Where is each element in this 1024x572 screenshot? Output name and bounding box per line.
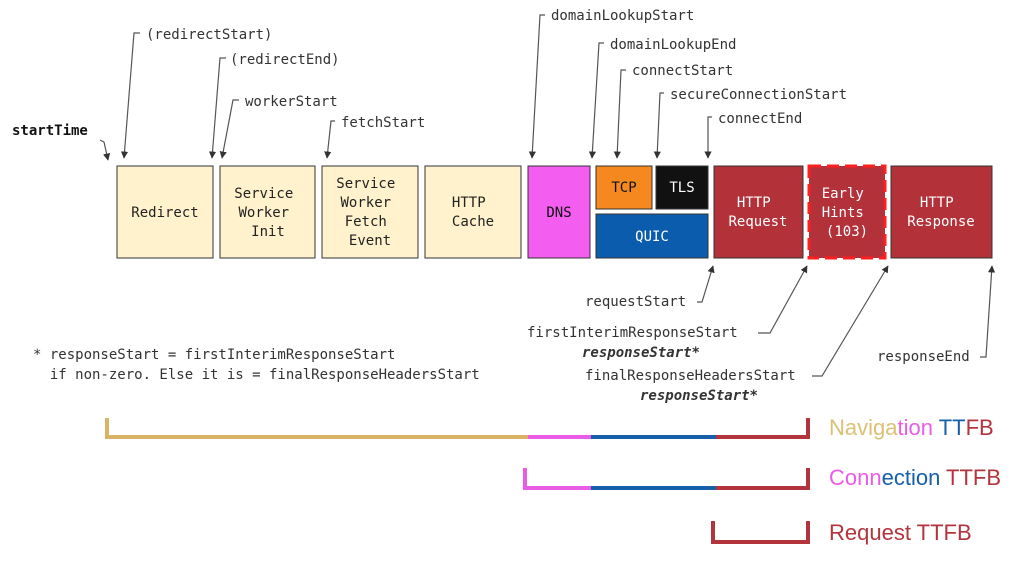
redirect-box: Redirect	[116, 165, 214, 259]
svg-text:Service Worker Fet: Service Worker Fetch Event	[336, 176, 403, 249]
final-response-headers-start-label: finalResponseHeadersStart	[585, 368, 796, 384]
footnote-line-2: if non-zero. Else it is = finalResponseH…	[33, 367, 480, 383]
connection-ttfb-segment-1: ection	[882, 465, 941, 490]
response-start-label-a: responseStart*	[582, 345, 700, 361]
connect-start-arrow	[613, 69, 626, 159]
service-worker-init-box: Service Worker Init	[219, 165, 316, 259]
early-hints-line-2: Hints	[822, 205, 864, 221]
bottom-arrows	[697, 265, 996, 377]
http-request-line-2: Request	[728, 214, 787, 230]
http-cache-box: HTTP Cache	[424, 165, 522, 259]
footnote: * responseStart = firstInterimResponseSt…	[0, 0, 505, 383]
request-ttfb-bracket	[711, 521, 810, 544]
http-response-box: HTTP Response	[890, 165, 993, 259]
svg-text:Early Hints (103): Early Hints (103)	[822, 186, 873, 240]
connect-end-arrow	[704, 116, 712, 159]
fetch-start-label: fetchStart	[341, 115, 425, 131]
http-request-line-1: HTTP	[737, 195, 771, 211]
start-time-label: startTime	[12, 123, 88, 139]
connect-end-label: connectEnd	[718, 111, 802, 127]
request-ttfb-segment-0: Request TTFB	[829, 520, 972, 545]
start-time-arrow	[99, 139, 111, 161]
http-response-line-2: Response	[907, 214, 974, 230]
navigation-ttfb-segment-4: FB	[966, 415, 994, 440]
svg-text:HTTP Cache: HTTP Cache	[452, 195, 494, 230]
secure-connection-start-label: secureConnectionStart	[670, 87, 847, 103]
domain-lookup-end-label: domainLookupEnd	[610, 37, 736, 53]
fetch-start-arrow	[324, 120, 335, 159]
svg-text:Service Worker Ini: Service Worker Init	[234, 186, 301, 240]
request-ttfb-title: Request TTFB	[829, 520, 972, 545]
footnote-line-1: * responseStart = firstInterimResponseSt…	[33, 347, 395, 363]
final-response-headers-start-arrow	[812, 265, 889, 377]
early-hints-line-3: (103)	[826, 224, 868, 240]
sw-fetch-line-4: Event	[349, 233, 391, 249]
http-cache-line-1: HTTP	[452, 195, 486, 211]
response-end-label: responseEnd	[877, 349, 970, 365]
response-start-label-b: responseStart*	[640, 388, 758, 404]
tls-box-label: TLS	[669, 180, 694, 196]
early-hints-line-1: Early	[822, 186, 864, 202]
navigation-ttfb-segment-3: TT	[939, 415, 966, 440]
first-interim-response-start-arrow	[758, 265, 808, 334]
secure-connection-start-arrow	[653, 92, 664, 159]
domain-lookup-start-label: domainLookupStart	[551, 8, 694, 24]
sw-init-line-1: Service	[234, 186, 293, 202]
redirect-end-arrow	[208, 57, 226, 159]
sw-init-line-3: Init	[251, 224, 285, 240]
first-interim-response-start-label: firstInterimResponseStart	[527, 325, 738, 341]
sw-fetch-line-2: Worker	[340, 195, 391, 211]
quic-box-label: QUIC	[635, 229, 669, 245]
domain-lookup-end-arrow	[588, 42, 604, 159]
connection-ttfb-segment-0: Conn	[829, 465, 882, 490]
top-arrows	[99, 14, 712, 161]
tls-box: TLS	[655, 165, 709, 210]
response-end-arrow	[980, 265, 996, 358]
worker-start-arrow	[219, 99, 239, 159]
svg-text:HTTP Request: HTTP Request	[728, 195, 787, 230]
redirect-box-label: Redirect	[131, 205, 198, 221]
sw-fetch-line-3: Fetch	[345, 214, 387, 230]
redirect-start-arrow	[120, 32, 140, 159]
service-worker-fetch-event-box: Service Worker Fetch Event	[321, 165, 419, 259]
svg-text:HTTP Response: HTTP Response	[907, 195, 974, 230]
redirect-end-label: (redirectEnd)	[230, 52, 340, 68]
navigation-ttfb-segment-0: Naviga	[829, 415, 898, 440]
tcp-box: TCP	[595, 165, 653, 210]
connect-start-label: connectStart	[632, 63, 733, 79]
request-start-arrow	[697, 265, 715, 303]
dns-box-label: DNS	[546, 205, 571, 221]
connection-ttfb-bracket	[523, 468, 810, 490]
quic-box: QUIC	[595, 213, 709, 259]
domain-lookup-start-arrow	[528, 14, 545, 159]
navigation-ttfb-segment-1: tion	[897, 415, 932, 440]
http-request-box: HTTP Request	[713, 165, 804, 259]
navigation-ttfb-title: Navigation TTFB	[829, 415, 994, 440]
early-hints-box: Early Hints (103)	[807, 164, 887, 260]
redirect-start-label: (redirectStart)	[146, 27, 272, 43]
connection-ttfb-segment-3: TTFB	[946, 465, 1001, 490]
worker-start-label: workerStart	[245, 94, 338, 110]
dns-box: DNS	[527, 165, 591, 259]
connection-ttfb-title: Connection TTFB	[829, 465, 1001, 490]
sw-init-line-2: Worker	[238, 205, 289, 221]
request-start-label: requestStart	[585, 294, 686, 310]
sw-fetch-line-1: Service	[336, 176, 395, 192]
tcp-box-label: TCP	[611, 180, 636, 196]
http-response-line-1: HTTP	[920, 195, 954, 211]
http-cache-line-2: Cache	[452, 214, 494, 230]
navigation-ttfb-bracket	[105, 418, 810, 439]
